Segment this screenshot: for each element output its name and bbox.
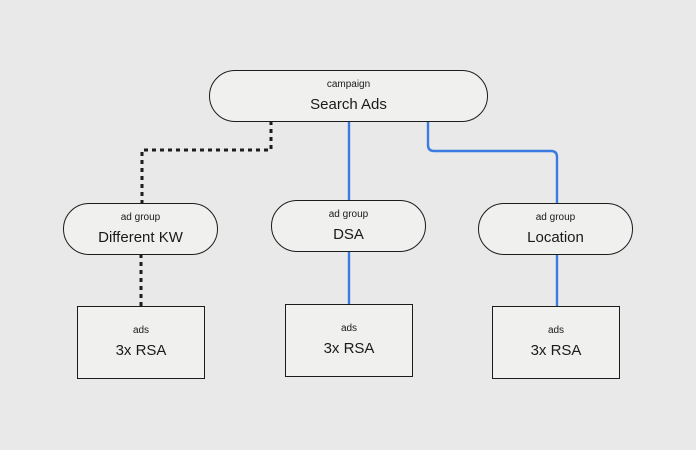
- campaign-node: campaign Search Ads: [209, 70, 488, 122]
- ad-group-kind-label: ad group: [535, 211, 576, 223]
- ads-node-dsa: ads 3x RSA: [285, 304, 413, 377]
- ad-group-kind-label: ad group: [328, 208, 369, 220]
- ad-group-name-label: DSA: [333, 225, 364, 243]
- connector-campaign-to-location: [426, 121, 559, 204]
- ad-group-node-location: ad group Location: [478, 203, 633, 255]
- ads-node-location: ads 3x RSA: [492, 306, 620, 379]
- ad-group-name-label: Location: [527, 228, 584, 246]
- ads-name-label: 3x RSA: [530, 342, 582, 359]
- ad-group-name-label: Different KW: [98, 228, 183, 246]
- ad-group-node-different-kw: ad group Different KW: [63, 203, 218, 255]
- ads-kind-label: ads: [547, 325, 565, 336]
- ads-node-different-kw: ads 3x RSA: [77, 306, 205, 379]
- ads-kind-label: ads: [340, 323, 358, 334]
- ads-name-label: 3x RSA: [323, 340, 375, 357]
- ads-kind-label: ads: [132, 325, 150, 336]
- ads-name-label: 3x RSA: [115, 342, 167, 359]
- connector-campaign-to-different-kw: [140, 121, 273, 204]
- ad-group-node-dsa: ad group DSA: [271, 200, 426, 252]
- ad-group-kind-label: ad group: [120, 211, 161, 223]
- campaign-kind-label: campaign: [326, 78, 371, 90]
- campaign-name-label: Search Ads: [310, 95, 387, 113]
